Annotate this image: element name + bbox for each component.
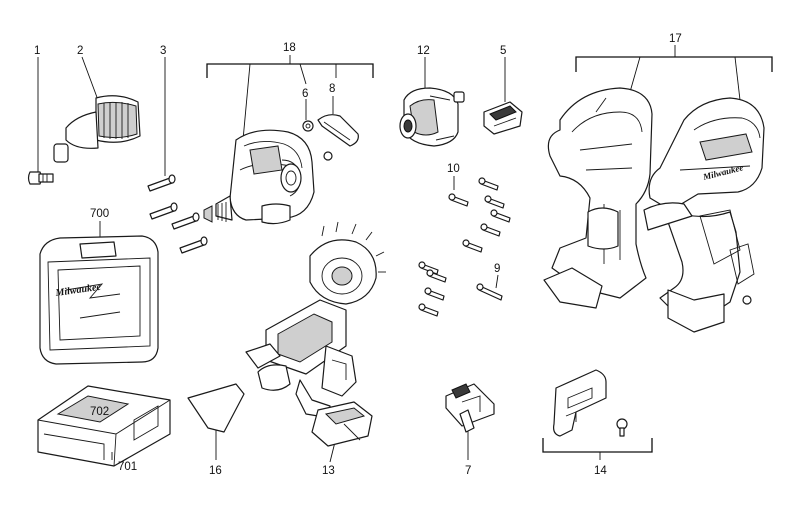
label-13: 13 (322, 465, 335, 477)
part-2-keyless-chuck: 2 (53, 45, 141, 163)
screw-3a (147, 174, 176, 192)
part-702-701-case-insert: 702 701 (37, 385, 171, 473)
label-18: 18 (283, 42, 296, 54)
part-3-gearbox-screws: 3 (147, 45, 208, 254)
part-8-clip: 8 (317, 83, 359, 161)
screw-3c (171, 212, 200, 230)
label-700: 700 (90, 208, 109, 220)
screw-10c (484, 195, 505, 209)
screw-10a (448, 193, 469, 207)
part-12-motor: 12 (399, 45, 465, 147)
part-10-housing-screws: 10 (447, 163, 511, 253)
label-7: 7 (465, 465, 471, 477)
label-701: 701 (118, 461, 137, 473)
part-1-chuck-screw: 1 (27, 45, 54, 185)
part-13-electronics-assembly: 13 (245, 221, 386, 477)
screw-9e (418, 303, 439, 317)
screw-9b (426, 269, 447, 283)
part-18-gearbox-assembly: 18 (203, 42, 374, 225)
part-17-housing-set: Milwaukee 17 (543, 33, 773, 333)
part-700-carrying-case: Milwaukee 700 (39, 208, 159, 365)
label-17: 17 (669, 33, 682, 45)
label-5: 5 (500, 45, 506, 57)
label-1: 1 (34, 45, 40, 57)
label-14: 14 (594, 465, 607, 477)
label-9: 9 (494, 263, 500, 275)
housing-half-right: Milwaukee (643, 97, 765, 333)
part-9-housing-screws: 9 (418, 261, 503, 317)
screw-10e (480, 223, 501, 237)
screw-9d (476, 283, 503, 301)
label-8: 8 (329, 83, 335, 95)
label-16: 16 (209, 465, 222, 477)
screw-10b (478, 177, 499, 191)
screw-3d (179, 236, 208, 254)
screw-10d (490, 209, 511, 223)
label-3: 3 (160, 45, 166, 57)
label-12: 12 (417, 45, 430, 57)
screw-9a (418, 261, 439, 275)
label-6: 6 (302, 88, 308, 100)
part-7-bit-holder: 7 (445, 383, 495, 477)
housing-half-left (543, 87, 653, 309)
part-6-washer: 6 (302, 88, 314, 132)
part-16-label: 16 (187, 383, 245, 477)
label-10: 10 (447, 163, 460, 175)
part-14-belt-hook: 14 (542, 369, 653, 477)
screw-10f (462, 239, 483, 253)
label-2: 2 (77, 45, 83, 57)
screw-9c (424, 287, 445, 301)
part-5-switch-cover: 5 (483, 45, 523, 135)
screw-3b (149, 202, 178, 220)
label-702: 702 (90, 406, 109, 418)
